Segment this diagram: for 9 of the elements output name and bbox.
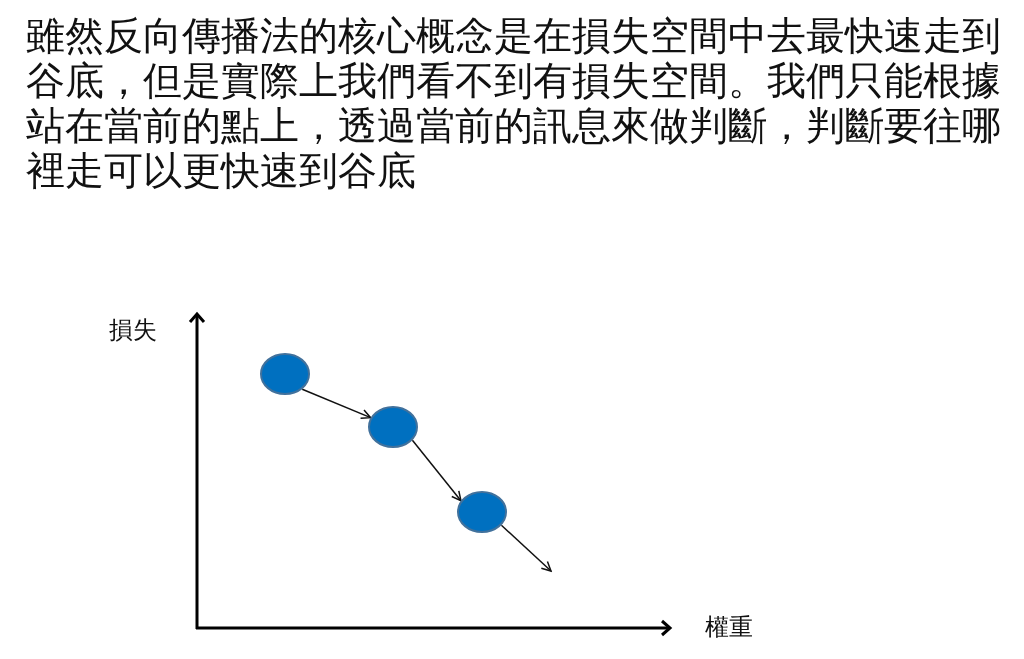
arrow [500, 524, 552, 572]
title-text: 雖然反向傳播法的核心概念是在損失空間中去最快速走到谷底，但是實際上我們看不到有損失空間。我們只能根據站在當前的點上，透過當前的訊息來做判斷，判斷要往哪裡走可以更快速到谷底 [26, 13, 1002, 193]
arrow [411, 439, 462, 502]
axis-label: 權重 [705, 613, 753, 642]
point-marker [260, 353, 310, 395]
point-marker [457, 491, 507, 533]
point-marker [368, 406, 418, 448]
arrow [301, 388, 372, 420]
axis-label: 損失 [109, 316, 157, 345]
